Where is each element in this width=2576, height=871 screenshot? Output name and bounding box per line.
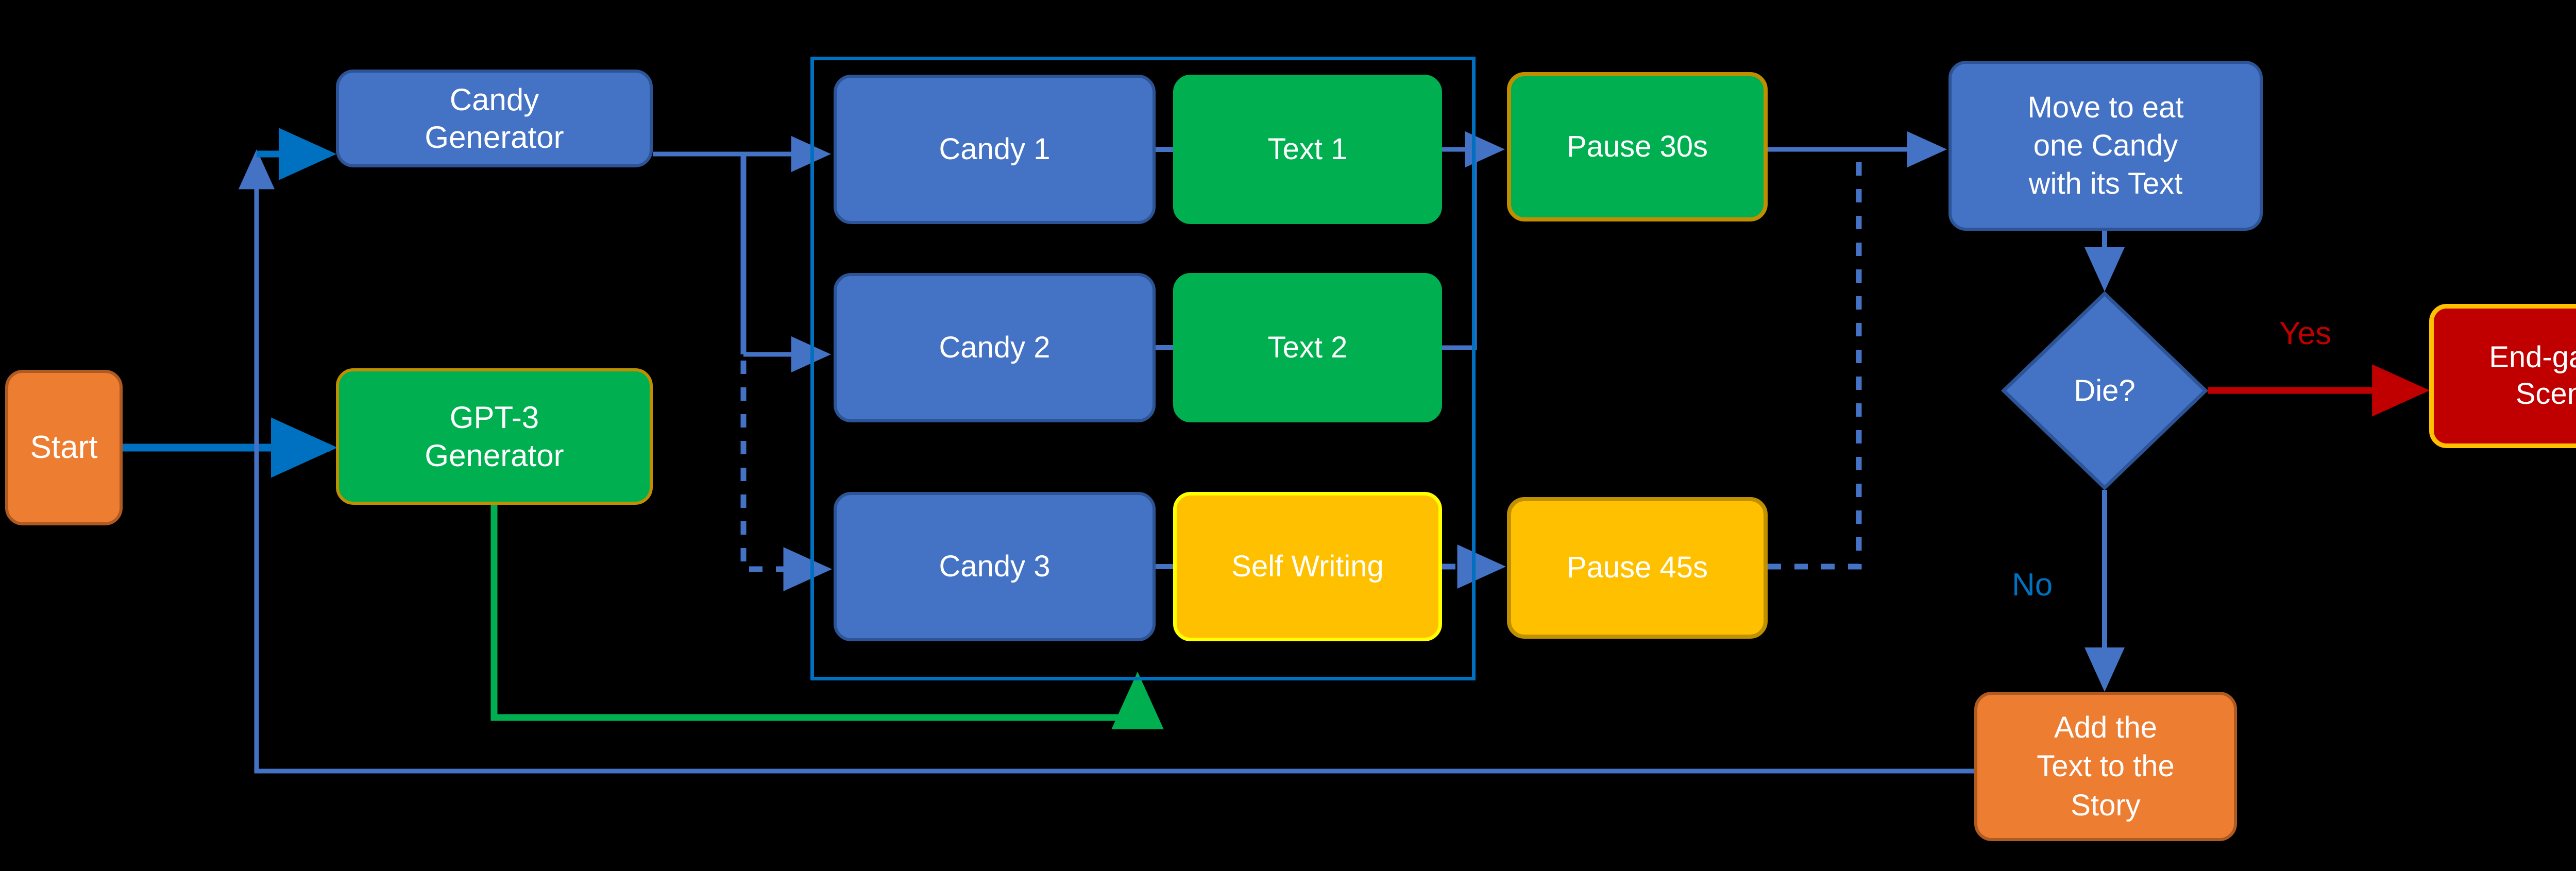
node-move-to-eat-label: Move to eat one Candy with its Text bbox=[2027, 90, 2184, 201]
node-pause-45s[interactable]: Pause 45s bbox=[1507, 497, 1768, 639]
node-candy-2[interactable]: Candy 2 bbox=[834, 273, 1156, 422]
node-candy-3-label: Candy 3 bbox=[939, 549, 1050, 583]
node-self-writing-label: Self Writing bbox=[1231, 549, 1384, 583]
node-add-text-to-story[interactable]: Add the Text to the Story bbox=[1974, 692, 2237, 841]
node-die-label: Die? bbox=[2074, 374, 2136, 407]
node-add-text-to-story-label: Add the Text to the Story bbox=[2037, 710, 2175, 822]
node-move-to-eat[interactable]: Move to eat one Candy with its Text bbox=[1948, 61, 2263, 231]
edge-label-yes: Yes bbox=[2279, 316, 2332, 351]
node-text-1[interactable]: Text 1 bbox=[1173, 75, 1442, 224]
node-gpt3-generator[interactable]: GPT-3 Generator bbox=[336, 368, 653, 505]
diamond-shape bbox=[2001, 291, 2209, 490]
node-pause-30s[interactable]: Pause 30s bbox=[1507, 72, 1768, 221]
node-candy-2-label: Candy 2 bbox=[939, 330, 1050, 364]
node-candy-1-label: Candy 1 bbox=[939, 132, 1050, 166]
node-pause-30s-label: Pause 30s bbox=[1566, 129, 1708, 163]
node-candy-3[interactable]: Candy 3 bbox=[834, 492, 1156, 641]
edge-candy-gen-fanout bbox=[653, 135, 833, 591]
node-pause-45s-label: Pause 45s bbox=[1566, 551, 1708, 585]
node-text-2-label: Text 2 bbox=[1267, 330, 1348, 364]
node-start[interactable]: Start bbox=[5, 370, 123, 525]
node-text-2[interactable]: Text 2 bbox=[1173, 273, 1442, 422]
edge-label-no: No bbox=[2012, 567, 2053, 603]
node-die-decision[interactable]: Die? bbox=[2001, 291, 2209, 490]
edge-loopback-to-candy-gen bbox=[238, 149, 1974, 774]
node-candy-generator[interactable]: Candy Generator bbox=[336, 70, 653, 167]
node-candy-1[interactable]: Candy 1 bbox=[834, 75, 1156, 224]
node-self-writing[interactable]: Self Writing bbox=[1173, 492, 1442, 641]
edge-pause-45s-to-move-eat bbox=[1768, 150, 1862, 570]
node-end-game-scene-label: End-game Scene bbox=[2489, 340, 2576, 411]
node-start-label: Start bbox=[30, 430, 98, 466]
edge-gpt3-to-group bbox=[490, 505, 1164, 729]
node-gpt3-generator-label: GPT-3 Generator bbox=[425, 400, 564, 473]
node-candy-generator-label: Candy Generator bbox=[425, 82, 564, 155]
node-text-1-label: Text 1 bbox=[1267, 132, 1348, 166]
node-end-game-scene[interactable]: End-game Scene bbox=[2429, 304, 2576, 448]
